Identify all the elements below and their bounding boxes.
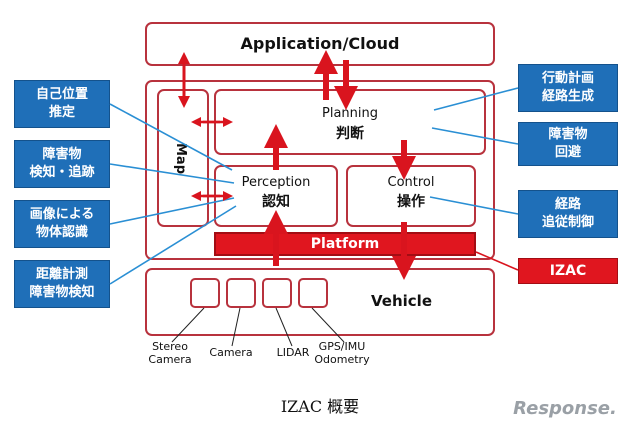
callout-distance-detection: 距離計測 障害物検知 [14, 260, 110, 308]
red-arrows [178, 50, 416, 280]
leader-self-localization [109, 103, 233, 171]
callout-path-following: 経路 追従制御 [518, 190, 618, 238]
perception-label: Perception [241, 175, 311, 190]
leader-obstacle-avoidance [431, 127, 519, 145]
leader-path-following [429, 196, 519, 215]
platform-label: Platform [310, 236, 380, 252]
left-leader-lines [109, 103, 237, 285]
planning-jp-label: 判断 [336, 126, 364, 142]
callout-obstacle-tracking: 障害物 検知・追跡 [14, 140, 110, 188]
camera-sensor [226, 278, 256, 308]
sensor-label-camera: Camera [209, 346, 253, 359]
izac-badge: IZAC [518, 258, 618, 284]
diagram-caption: IZAC 概要 [280, 397, 360, 416]
sensor-label-gps-imu: GPS/IMU Odometry [314, 340, 370, 366]
right-leader-lines [429, 87, 519, 215]
sensor-line-gps [311, 307, 345, 343]
callout-action-planning: 行動計画 経路生成 [518, 64, 618, 112]
perception-jp-label: 認知 [262, 194, 290, 210]
control-jp-label: 操作 [397, 194, 425, 210]
callout-obstacle-avoidance: 障害物 回避 [518, 122, 618, 166]
sensor-leader-lines [171, 307, 345, 347]
sensor-label-stereo-camera: Stereo Camera [148, 340, 192, 366]
sensor-label-lidar: LIDAR [276, 346, 310, 359]
sensor-line-stereo [171, 307, 205, 343]
leader-izac [475, 251, 519, 271]
leader-distance-detection [109, 205, 237, 285]
application-cloud-label: Application/Cloud [240, 34, 400, 53]
platform-bar: Platform [214, 232, 476, 256]
callout-self-localization: 自己位置 推定 [14, 80, 110, 128]
sensor-line-lidar [275, 307, 293, 347]
leader-action-planning [433, 87, 519, 111]
response-watermark: Response. [513, 398, 617, 419]
vehicle-label: Vehicle [371, 292, 432, 310]
callout-image-recognition: 画像による 物体認識 [14, 200, 110, 248]
lidar-sensor [262, 278, 292, 308]
sensor-line-camera [231, 307, 241, 347]
gps-imu-sensor [298, 278, 328, 308]
leader-obstacle-tracking [109, 163, 235, 184]
leader-image-recognition [109, 197, 235, 225]
izac-badge-label: IZAC [549, 263, 587, 279]
stereo-camera-sensor [190, 278, 220, 308]
